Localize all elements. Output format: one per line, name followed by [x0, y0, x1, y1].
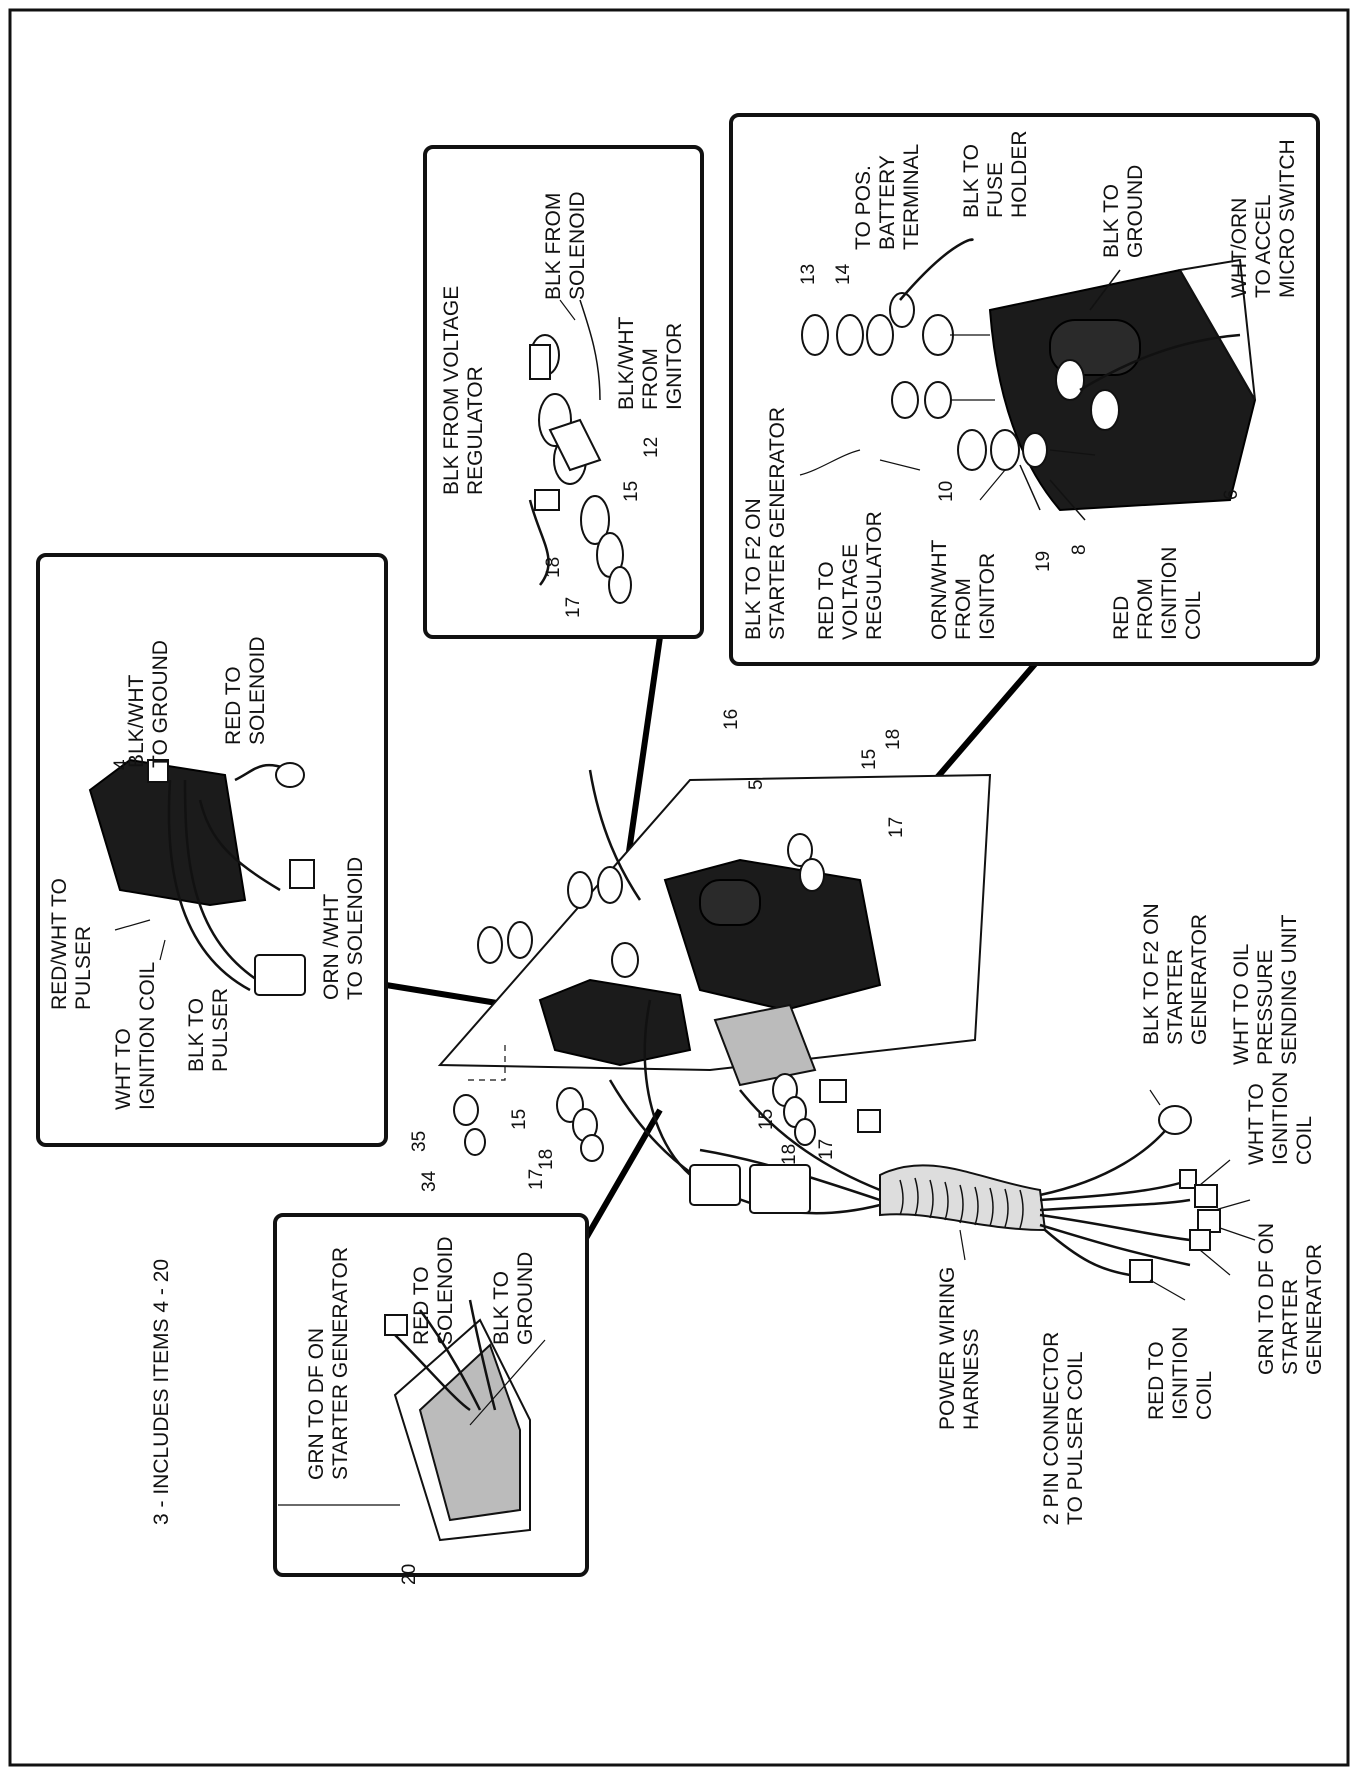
- label-blk-to-ground-bottom: BLK TO GROUND: [490, 1251, 537, 1345]
- item-number-10: 10: [936, 480, 957, 502]
- item-number-20: 20: [399, 1563, 420, 1585]
- label-blk-from-solenoid: BLK FROM SOLENOID: [542, 191, 589, 300]
- label-blk-wht-to-ground: BLK/WHT TO GROUND: [125, 640, 172, 768]
- label-red-to-ignition-coil: RED TO IGNITION COIL: [1145, 1326, 1216, 1420]
- item-number-8: 8: [1069, 544, 1090, 555]
- label-wht-orn-to-accel-micro-switch: WHT/ORN TO ACCEL MICRO SWITCH: [1228, 139, 1299, 298]
- title-note: 3 - INCLUDES ITEMS 4 - 20: [150, 1258, 173, 1525]
- item-number-16: 16: [721, 708, 742, 730]
- item-number-19: 19: [1033, 550, 1054, 572]
- label-to-pos-battery-terminal: TO POS. BATTERY TERMINAL: [852, 143, 923, 250]
- label-orn-wht-to-solenoid: ORN /WHT TO SOLENOID: [320, 856, 367, 1000]
- page-frame: [8, 8, 1350, 1767]
- item-number-18-left: 18: [536, 1148, 557, 1170]
- item-number-14: 14: [833, 263, 854, 285]
- item-number-15-left: 15: [509, 1108, 530, 1130]
- label-red-wht-to-pulser: RED/WHT TO PULSER: [48, 878, 95, 1010]
- item-number-35: 35: [409, 1130, 430, 1152]
- voltage-regulator-hardware: [528, 299, 632, 604]
- label-orn-wht-from-ignitor: ORN/WHT FROM IGNITOR: [928, 539, 999, 640]
- item-number-18: 18: [543, 556, 564, 578]
- item-number-17-left: 17: [526, 1168, 547, 1190]
- label-grn-to-df-left: GRN TO DF ON STARTER GENERATOR: [305, 1247, 352, 1480]
- label-grn-to-df-right: GRN TO DF ON STARTER GENERATOR: [1255, 1222, 1326, 1375]
- label-wht-to-oil-pressure-sending-unit: WHT TO OIL PRESSURE SENDING UNIT: [1230, 914, 1301, 1065]
- label-blk-to-ground-top: BLK TO GROUND: [1100, 164, 1147, 258]
- label-red-from-ignition-coil: RED FROM IGNITION COIL: [1110, 546, 1205, 640]
- label-wht-to-ignition-coil-right: WHT TO IGNITION COIL: [1245, 1071, 1316, 1165]
- item-number-17-right: 17: [886, 816, 907, 838]
- solenoid-detail: [799, 238, 1257, 521]
- inset-voltage-regulator: [423, 145, 704, 639]
- item-number-15-right: 15: [859, 748, 880, 770]
- item-number-15-mid: 15: [756, 1108, 777, 1130]
- item-number-12: 12: [641, 436, 662, 458]
- item-number-18-right: 18: [883, 728, 904, 750]
- item-number-5: 5: [746, 779, 767, 790]
- item-number-34: 34: [419, 1170, 440, 1192]
- item-number-15: 15: [621, 480, 642, 502]
- item-number-17-mid: 17: [816, 1138, 837, 1160]
- label-blk-from-voltage-regulator: BLK FROM VOLTAGE REGULATOR: [440, 285, 487, 495]
- main-assembly: [437, 769, 1256, 1301]
- capacitor-detail: [278, 1299, 546, 1542]
- ignitor-detail: [88, 758, 315, 996]
- label-blk-wht-from-ignitor: BLK/WHT FROM IGNITOR: [615, 316, 686, 410]
- label-blk-to-f2-top: BLK TO F2 ON STARTER GENERATOR: [742, 407, 789, 640]
- label-red-to-solenoid-bottom: RED TO SOLENOID: [410, 1236, 457, 1345]
- label-wht-to-ignition-coil-left: WHT TO IGNITION COIL: [112, 961, 159, 1110]
- inset-connector-line: [932, 662, 1038, 782]
- label-blk-to-f2-right: BLK TO F2 ON STARTER GENERATOR: [1140, 903, 1211, 1045]
- label-blk-to-fuse-holder: BLK TO FUSE HOLDER: [960, 130, 1031, 218]
- label-power-wiring-harness: POWER WIRING HARNESS: [936, 1266, 983, 1430]
- label-red-to-solenoid-left: RED TO SOLENOID: [222, 636, 269, 745]
- item-number-6: 6: [1221, 489, 1242, 500]
- item-number-18-mid: 18: [779, 1143, 800, 1165]
- label-blk-to-pulser: BLK TO PULSER: [185, 987, 232, 1072]
- label-red-to-voltage-regulator: RED TO VOLTAGE REGULATOR: [815, 511, 886, 640]
- label-2-pin-connector: 2 PIN CONNECTOR TO PULSER COIL: [1040, 1331, 1087, 1525]
- item-number-17: 17: [563, 596, 584, 618]
- item-number-13: 13: [798, 263, 819, 285]
